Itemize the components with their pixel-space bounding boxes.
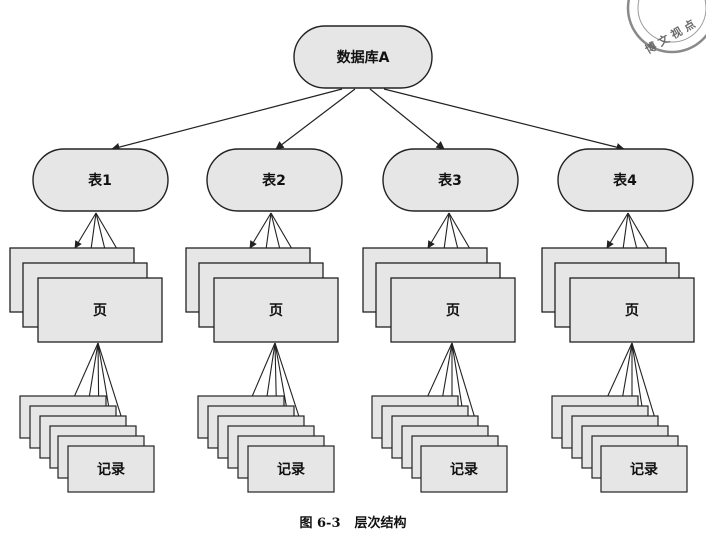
edge-db-table-2	[275, 88, 356, 150]
record-stack: 记录	[197, 395, 335, 493]
database-label: 数据库A	[337, 49, 390, 66]
edge-db-table-4	[383, 88, 625, 152]
edge-db-table-1	[111, 88, 343, 152]
record-label: 记录	[450, 462, 478, 478]
page-label: 页	[446, 303, 460, 319]
table-label: 表3	[437, 172, 462, 189]
record-label: 记录	[97, 462, 125, 478]
table-node-1: 表1	[32, 148, 169, 212]
page-label: 页	[93, 303, 107, 319]
page-stack: 页	[185, 247, 339, 343]
database-node: 数据库A	[293, 25, 433, 89]
table-column-4: 表4 页 记录	[541, 148, 695, 493]
table-label: 表1	[87, 172, 112, 189]
page-stack: 页	[362, 247, 516, 343]
table-column-2: 表2 页 记录	[185, 148, 343, 493]
record-stack: 记录	[551, 395, 688, 493]
page-stack: 页	[9, 247, 163, 343]
figure-title: 层次结构	[354, 516, 407, 531]
database-to-table-edges	[111, 88, 625, 152]
page-stack: 页	[541, 247, 695, 343]
table-column-1: 表1 页 记录	[9, 148, 169, 493]
table-label: 表2	[261, 172, 286, 189]
record-stack: 记录	[371, 395, 508, 493]
table-node-3: 表3	[382, 148, 519, 212]
record-label: 记录	[630, 462, 658, 478]
table-node-2: 表2	[206, 148, 343, 212]
stamp-text: 博 文 视 点	[642, 17, 697, 57]
stamp-seal: 博 文 视 点	[626, 0, 706, 57]
table-node-4: 表4	[557, 148, 694, 212]
edge-db-table-3	[369, 88, 445, 150]
table-label: 表4	[612, 172, 637, 189]
record-label: 记录	[277, 462, 305, 478]
page-label: 页	[625, 303, 639, 319]
figure-caption: 图 6-3 层次结构	[0, 512, 706, 531]
figure-number: 图 6-3	[299, 516, 341, 531]
record-stack: 记录	[19, 395, 155, 493]
table-column-3: 表3 页 记录	[362, 148, 519, 493]
page-label: 页	[269, 303, 283, 319]
